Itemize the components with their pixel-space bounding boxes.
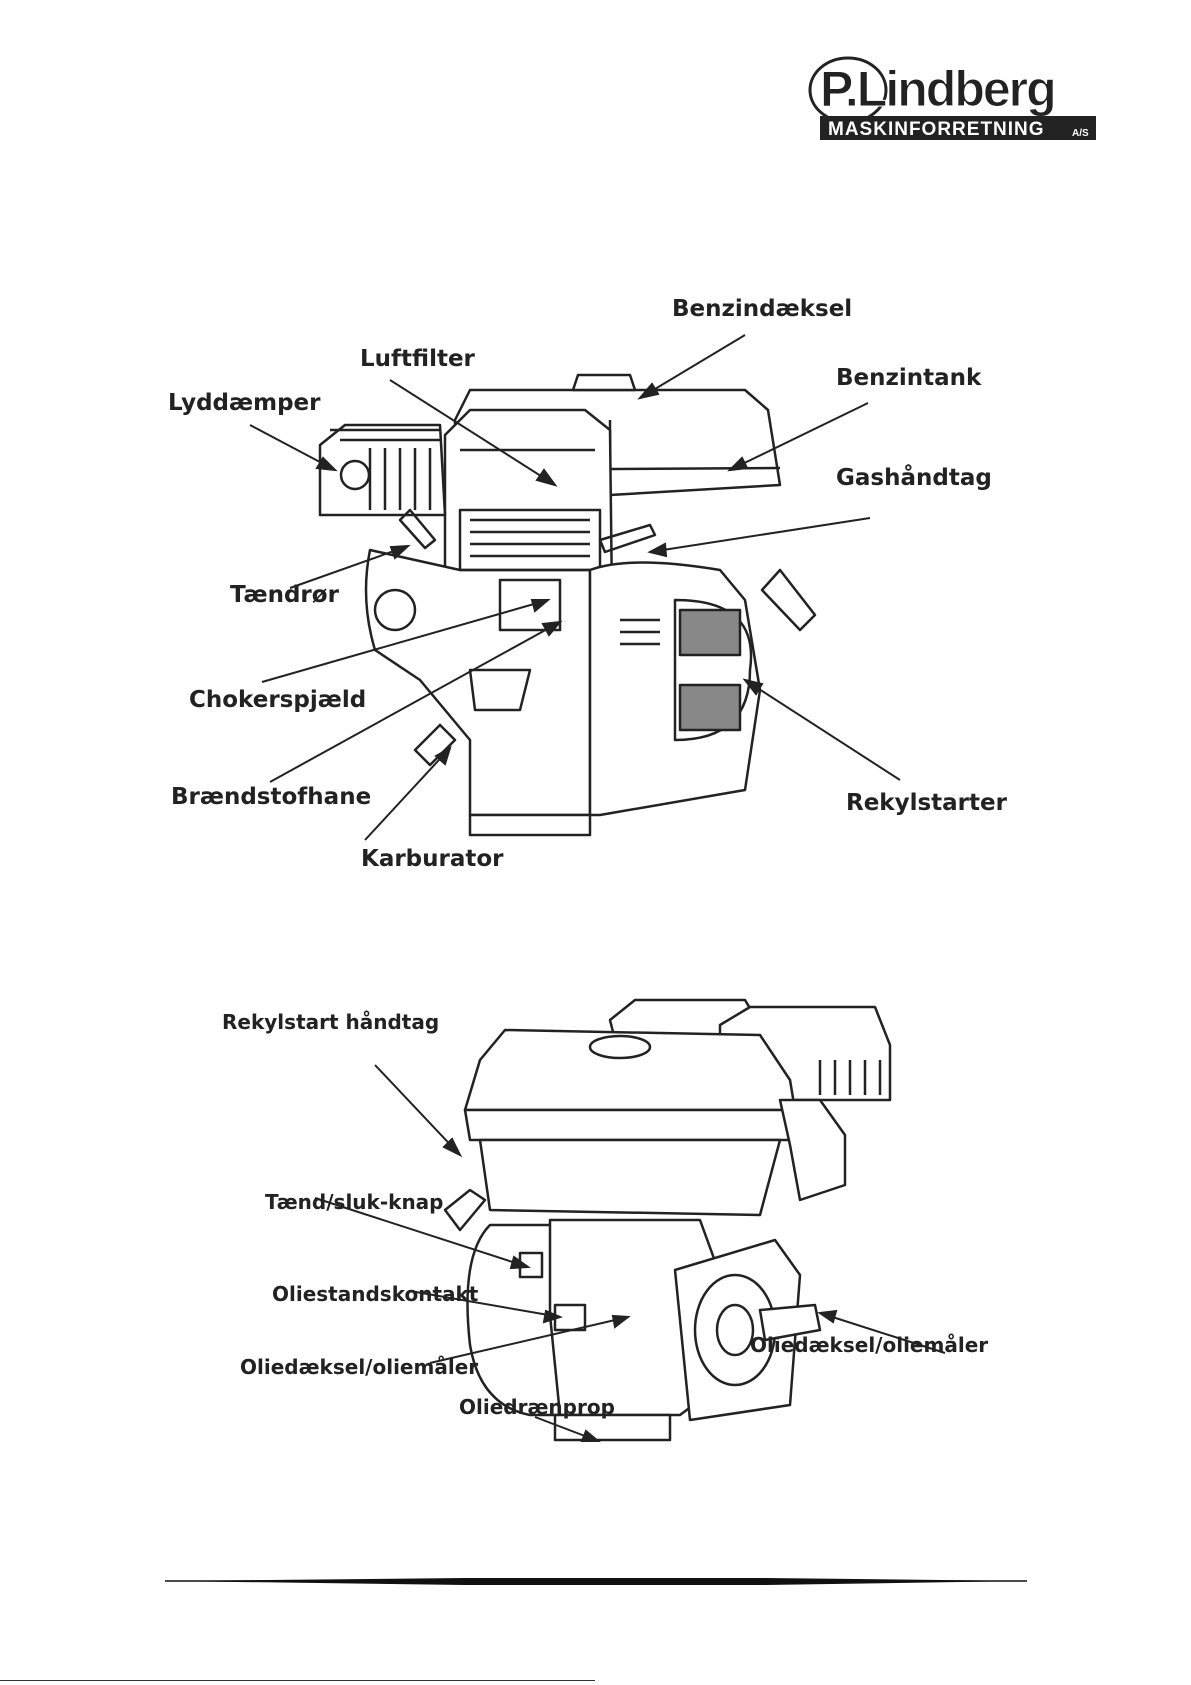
engine-rear-illustration	[0, 985, 1191, 1540]
label-oliedaeksel-right: Oliedæksel/oliemåler	[750, 1333, 988, 1357]
engine-front-diagram: Benzindæksel Luftfilter Benzintank Lyddæ…	[0, 270, 1191, 890]
label-rekylstarter: Rekylstarter	[846, 790, 1007, 816]
label-rekylstart-haandtag: Rekylstart håndtag	[222, 1010, 439, 1034]
page-bottom-line	[0, 1680, 595, 1681]
label-benzindaeksel: Benzindæksel	[672, 296, 852, 322]
label-oliedaeksel-left: Oliedæksel/oliemåler	[240, 1355, 478, 1379]
label-taend-sluk-knap: Tænd/sluk-knap	[265, 1190, 444, 1214]
label-braendstofhane: Brændstofhane	[171, 784, 371, 810]
label-benzintank: Benzintank	[836, 365, 981, 391]
logo-subtitle: MASKINFORRETNING	[828, 119, 1045, 140]
label-taendroer: Tændrør	[230, 582, 339, 608]
label-luftfilter: Luftfilter	[360, 346, 475, 372]
logo-brand: P.Lindberg	[820, 61, 1055, 117]
label-gashaandtag: Gashåndtag	[836, 465, 992, 491]
label-karburator: Karburator	[361, 846, 504, 872]
company-logo: P.Lindberg MASKINFORRETNING A/S	[808, 56, 1098, 144]
logo-suffix: A/S	[1072, 128, 1089, 139]
engine-rear-diagram: Rekylstart håndtag Tænd/sluk-knap Oliest…	[0, 985, 1191, 1540]
footer-divider	[165, 1575, 1027, 1587]
label-oliestandskontakt: Oliestandskontakt	[272, 1282, 478, 1306]
label-chokerspjaeld: Chokerspjæld	[189, 687, 366, 713]
label-oliedraenprop: Oliedrænprop	[459, 1395, 615, 1419]
label-lyddaemper: Lyddæmper	[168, 390, 321, 416]
